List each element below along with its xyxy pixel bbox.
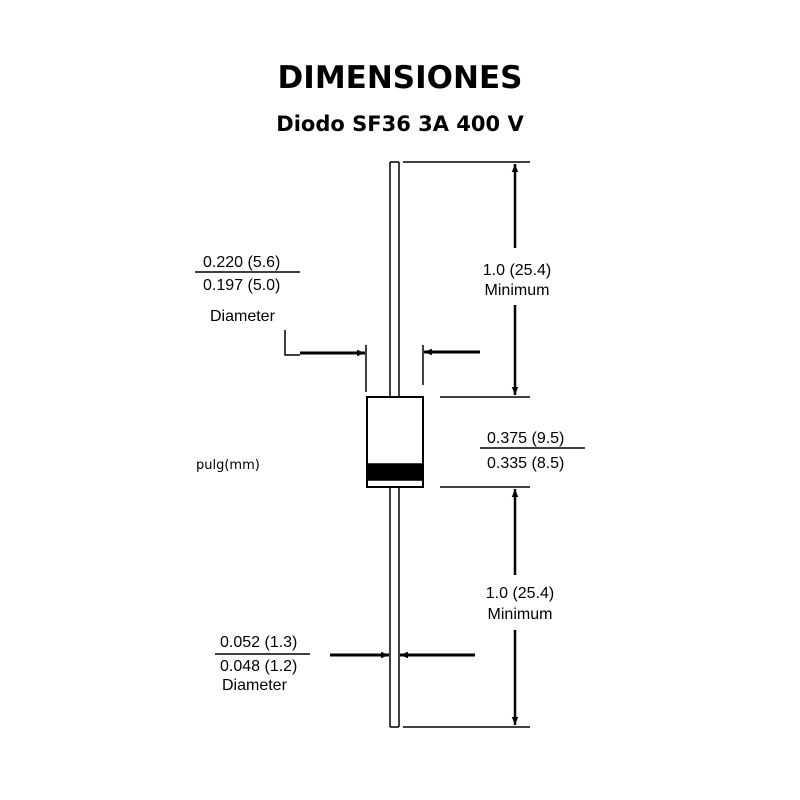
bottom-lead-length-label: Minimum xyxy=(488,606,553,623)
units-label: pulg(mm) xyxy=(196,458,260,473)
lead-diameter-label: Diameter xyxy=(222,677,288,694)
top-lead-length-label: Minimum xyxy=(485,282,550,299)
body-length-max: 0.375 (9.5) xyxy=(487,430,564,447)
body-diameter-max: 0.220 (5.6) xyxy=(203,254,280,271)
cathode-band xyxy=(366,463,424,481)
body-diameter-label: Diameter xyxy=(210,308,276,325)
diode-lead xyxy=(389,161,400,728)
body-diameter-min: 0.197 (5.0) xyxy=(203,277,280,294)
page-title: DIMENSIONES xyxy=(277,60,523,96)
lead-diameter-min: 0.048 (1.2) xyxy=(220,658,297,675)
body-length-min: 0.335 (8.5) xyxy=(487,455,564,472)
lead-diameter-max: 0.052 (1.3) xyxy=(220,634,297,651)
bottom-lead-length-value: 1.0 (25.4) xyxy=(486,585,554,602)
diode-body xyxy=(366,396,424,488)
top-lead-length-value: 1.0 (25.4) xyxy=(483,262,551,279)
page-subtitle: Diodo SF36 3A 400 V xyxy=(276,112,524,136)
